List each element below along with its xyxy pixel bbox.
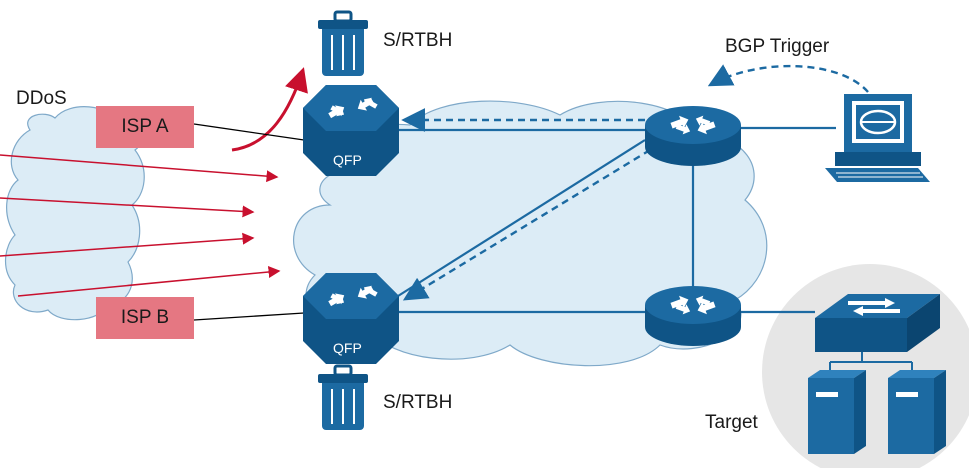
router-icon xyxy=(645,286,741,346)
qfp-router-icon xyxy=(303,273,399,364)
drop-arrow xyxy=(231,67,308,152)
link-diagonal xyxy=(397,139,646,297)
server-icon xyxy=(888,370,946,454)
qfp-top-label: QFP xyxy=(333,152,362,168)
dashed-trigger-arc xyxy=(707,64,869,93)
attack-line xyxy=(0,154,279,183)
attack-line xyxy=(0,197,255,218)
backbone-links xyxy=(397,126,836,314)
trash-bin-icon xyxy=(318,10,368,76)
ddos-label: DDoS xyxy=(16,88,67,109)
target-label: Target xyxy=(705,412,758,433)
bgp-signaling xyxy=(401,64,869,301)
workstation-icon xyxy=(825,94,930,182)
isp-a-link xyxy=(193,123,305,141)
isp-b-box: ISP B xyxy=(96,297,194,339)
isp-b-link xyxy=(193,312,305,321)
attack-line xyxy=(0,232,255,257)
isp-a-box: ISP A xyxy=(96,106,194,148)
bgp-trigger-label: BGP Trigger xyxy=(725,36,830,57)
attack-lines xyxy=(0,154,281,297)
switch-icon xyxy=(815,294,940,352)
router-icon xyxy=(645,106,741,166)
qfp-router-icon xyxy=(303,85,399,176)
attack-line xyxy=(17,266,281,297)
trash-bin-icon xyxy=(318,364,368,430)
qfp-bottom-label: QFP xyxy=(333,340,362,356)
srtbh-top-label: S/RTBH xyxy=(383,30,453,51)
server-icon xyxy=(808,370,866,454)
srtbh-bottom-label: S/RTBH xyxy=(383,392,453,413)
